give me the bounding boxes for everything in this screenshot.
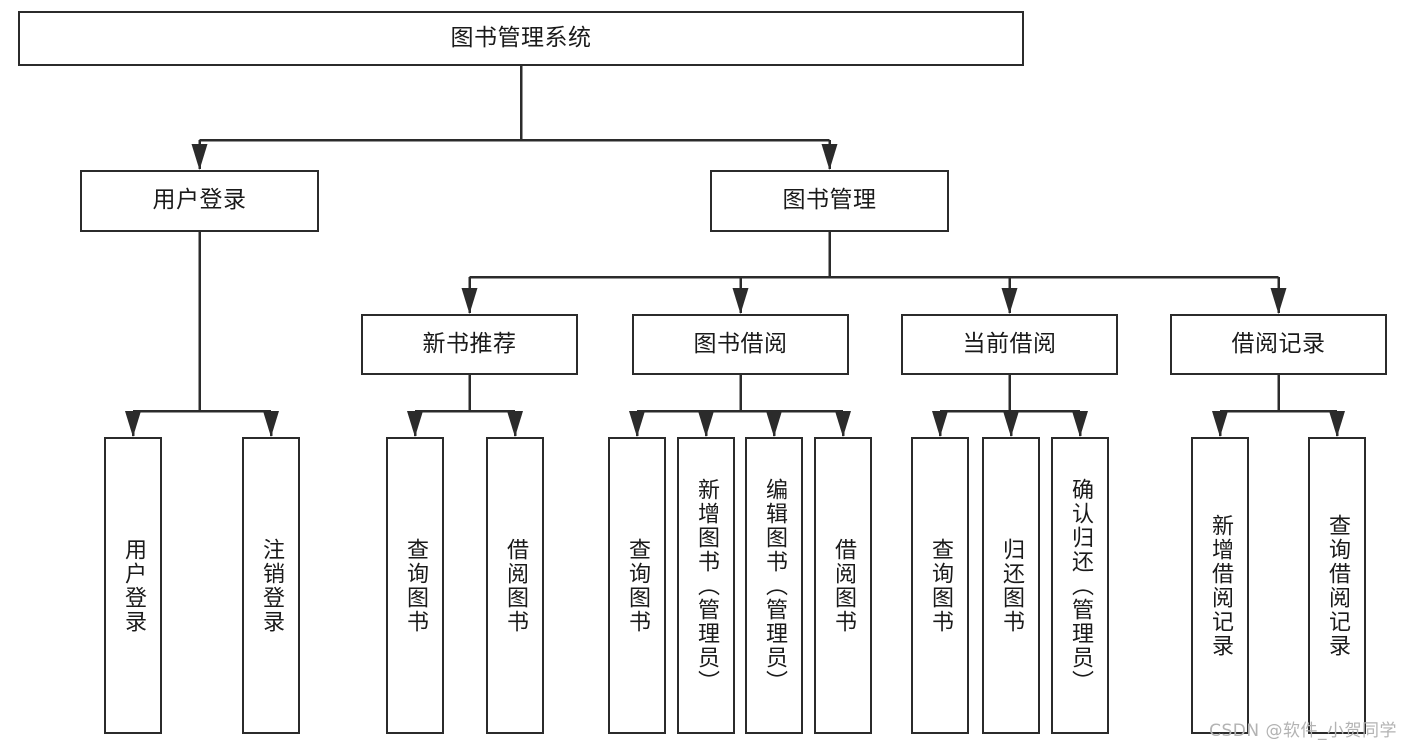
- node-label: 注销登录: [258, 537, 284, 634]
- node-label: 查询图书: [402, 537, 428, 634]
- node-label: 当前借阅: [962, 330, 1057, 357]
- node-leaf_7[interactable]: 借阅图书: [814, 437, 872, 734]
- node-l2_0[interactable]: 用户登录: [80, 170, 319, 232]
- node-label: 查询图书: [624, 537, 650, 634]
- node-label: 查询借阅记录: [1324, 513, 1350, 658]
- node-leaf_12[interactable]: 查询借阅记录: [1308, 437, 1366, 734]
- node-label: 图书管理: [782, 187, 877, 214]
- node-label: 新书推荐: [422, 330, 517, 357]
- node-label: 新增借阅记录: [1207, 513, 1233, 658]
- node-l3_1[interactable]: 图书借阅: [632, 314, 849, 375]
- node-label: 图书管理系统: [450, 24, 592, 51]
- node-label: 用户登录: [120, 537, 146, 634]
- node-label: 借阅图书: [502, 537, 528, 634]
- node-leaf_0[interactable]: 用户登录: [104, 437, 162, 734]
- node-root[interactable]: 图书管理系统: [18, 11, 1024, 66]
- node-label: 编辑图书（管理员）: [761, 477, 787, 694]
- node-leaf_9[interactable]: 归还图书: [982, 437, 1040, 734]
- node-leaf_1[interactable]: 注销登录: [242, 437, 300, 734]
- watermark-text: CSDN @软件_小贺同学: [1209, 721, 1397, 741]
- node-leaf_6[interactable]: 编辑图书（管理员）: [745, 437, 803, 734]
- node-label: 归还图书: [998, 537, 1024, 634]
- node-l3_3[interactable]: 借阅记录: [1170, 314, 1387, 375]
- node-label: 借阅记录: [1231, 330, 1326, 357]
- node-leaf_2[interactable]: 查询图书: [386, 437, 444, 734]
- node-l3_0[interactable]: 新书推荐: [361, 314, 578, 375]
- node-label: 图书借阅: [693, 330, 788, 357]
- node-label: 借阅图书: [830, 537, 856, 634]
- node-label: 查询图书: [927, 537, 953, 634]
- node-l2_1[interactable]: 图书管理: [710, 170, 949, 232]
- node-label: 确认归还（管理员）: [1067, 477, 1093, 694]
- node-leaf_10[interactable]: 确认归还（管理员）: [1051, 437, 1109, 734]
- node-label: 用户登录: [152, 187, 247, 214]
- node-leaf_5[interactable]: 新增图书（管理员）: [677, 437, 735, 734]
- node-leaf_11[interactable]: 新增借阅记录: [1191, 437, 1249, 734]
- node-l3_2[interactable]: 当前借阅: [901, 314, 1118, 375]
- node-label: 新增图书（管理员）: [693, 477, 719, 694]
- node-leaf_3[interactable]: 借阅图书: [486, 437, 544, 734]
- node-leaf_8[interactable]: 查询图书: [911, 437, 969, 734]
- node-leaf_4[interactable]: 查询图书: [608, 437, 666, 734]
